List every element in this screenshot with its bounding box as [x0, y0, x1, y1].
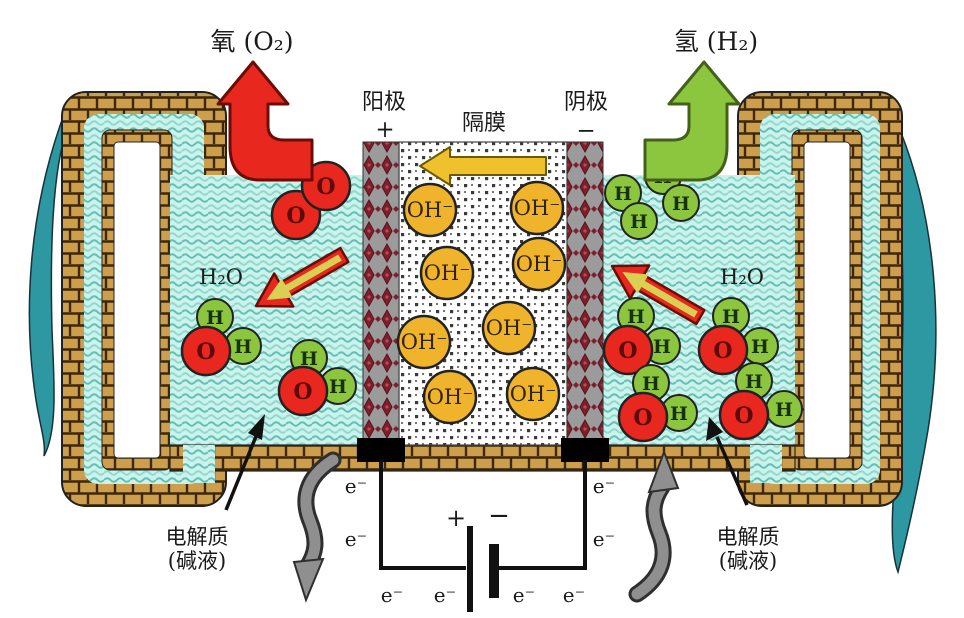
hydroxide-ion-label: OH⁻	[516, 252, 563, 276]
hydroxide-ion-label: OH⁻	[510, 382, 557, 406]
electron-label: e⁻	[345, 527, 367, 551]
hydrogen-atom-label: H	[745, 371, 763, 393]
electrolyte-label-left-line2: (碱液)	[168, 549, 226, 573]
anode-sign: +	[375, 117, 394, 143]
hydrogen-out-arrow	[643, 60, 741, 182]
membrane-label: 隔膜	[462, 111, 506, 136]
h2o-molecule: H H O	[277, 339, 357, 417]
hydroxide-ion-label: OH⁻	[407, 198, 454, 222]
right-reaction-arrow	[610, 264, 706, 326]
hydroxide-ion: OH⁻	[511, 236, 567, 292]
right-electron-flow-arrow	[628, 449, 680, 603]
hydroxide-flow-arrow	[419, 146, 547, 186]
hydrogen-atom-label: H	[206, 307, 224, 329]
left-liquid-connector	[183, 445, 215, 483]
hydroxide-ion: OH⁻	[422, 369, 478, 425]
oxygen-atom-label: O	[734, 403, 753, 429]
hydrogen-atom-label: H	[234, 336, 252, 358]
electron-label: e⁻	[593, 527, 615, 551]
hydroxide-ion: OH⁻	[419, 245, 475, 301]
left-electron-flow-arrow	[292, 451, 342, 603]
oxygen-atom-label: O	[618, 338, 637, 364]
oxygen-atom-label: O	[293, 379, 312, 405]
hydrogen-atom-label: H	[627, 306, 645, 328]
right-liquid-connector	[750, 445, 782, 483]
hydroxide-ion-label: OH⁻	[486, 316, 533, 340]
cathode-label: 阴极	[564, 90, 608, 115]
h2o-molecule: H H O	[718, 362, 803, 441]
hydroxide-ion-label: OH⁻	[427, 385, 474, 409]
anode-electrode	[362, 141, 400, 446]
cathode-terminal	[561, 438, 609, 462]
anode-label: 阳极	[362, 90, 406, 115]
hydrogen-atom-label: H	[722, 306, 740, 328]
hydroxide-ion-label: OH⁻	[401, 330, 448, 354]
o2-molecule: O O	[270, 160, 352, 241]
oxygen-atom-label: O	[713, 338, 732, 364]
oxygen-atom-label: O	[196, 339, 215, 365]
water-label-right: H₂O	[720, 265, 764, 289]
h2o-molecule: H H O	[697, 297, 779, 376]
hydroxide-ion: OH⁻	[509, 180, 565, 236]
hydrogen-atom-label: H	[642, 373, 660, 395]
hydrogen-atom-label: H	[300, 348, 318, 370]
oxygen-gas-label: 氧 (O₂)	[211, 27, 294, 56]
oxygen-atom-label: O	[286, 203, 305, 229]
hydroxide-ion: OH⁻	[481, 300, 537, 356]
hydroxide-ion-label: OH⁻	[514, 196, 561, 220]
electrolyte-label-left-line1: 电解质	[166, 525, 229, 549]
right-electrolyte-pointer	[706, 417, 749, 506]
cathode-electrode	[566, 141, 604, 446]
battery-plus-label: +	[446, 504, 466, 532]
h2o-molecule: H H O	[602, 297, 681, 376]
hydrogen-atom-label: H	[630, 211, 648, 233]
h2o-molecule: H H O	[617, 364, 698, 443]
left-swoosh-shape	[28, 118, 69, 457]
hydrogen-gas-label: 氢 (H₂)	[674, 27, 758, 56]
oxygen-atom-label: O	[316, 174, 335, 200]
left-reaction-arrow	[254, 246, 350, 308]
hydrogen-atom-label: H	[751, 336, 769, 358]
electrolyte-label-right-line1: 电解质	[717, 525, 780, 549]
right-molecules: H H H H H H O H H O H H O H H O	[602, 157, 803, 443]
external-circuit	[379, 460, 587, 612]
electron-label: e⁻	[434, 583, 456, 607]
hydrogen-atom-label: H	[775, 399, 793, 421]
hydroxide-ion-label: OH⁻	[424, 261, 471, 285]
electron-label: e⁻	[381, 583, 403, 607]
hydrogen-atom-label: H	[329, 376, 347, 398]
anode-terminal	[357, 438, 405, 462]
hydroxide-ions: OH⁻ OH⁻ OH⁻ OH⁻ OH⁻ OH⁻ OH⁻ OH⁻	[396, 180, 567, 425]
hydrogen-atom-label: H	[670, 403, 688, 425]
cathode-sign: −	[576, 118, 595, 144]
battery-minus-label: −	[488, 501, 510, 531]
hydroxide-ion: OH⁻	[396, 314, 452, 370]
hydroxide-ion: OH⁻	[505, 366, 561, 422]
hydrogen-atom-label: H	[653, 336, 671, 358]
h2o-molecule: H H O	[180, 298, 262, 377]
h2-molecule: H H	[604, 174, 658, 240]
electrolyte-label-right-line2: (碱液)	[719, 549, 777, 573]
oxygen-out-arrow	[216, 60, 314, 182]
electron-label: e⁻	[563, 583, 585, 607]
electron-label: e⁻	[593, 474, 615, 498]
hydrogen-atom-label: H	[672, 193, 690, 215]
hydroxide-ion: OH⁻	[402, 182, 458, 238]
water-label-left: H₂O	[199, 265, 243, 289]
hydrogen-atom-label: H	[614, 183, 632, 205]
left-electrolyte-pointer	[224, 414, 265, 511]
tank-bottom-wall	[169, 444, 796, 472]
electron-label: e⁻	[513, 583, 535, 607]
left-molecules: O O H H O H H O	[180, 160, 357, 417]
oxygen-atom-label: O	[633, 405, 652, 431]
electron-label: e⁻	[345, 474, 367, 498]
